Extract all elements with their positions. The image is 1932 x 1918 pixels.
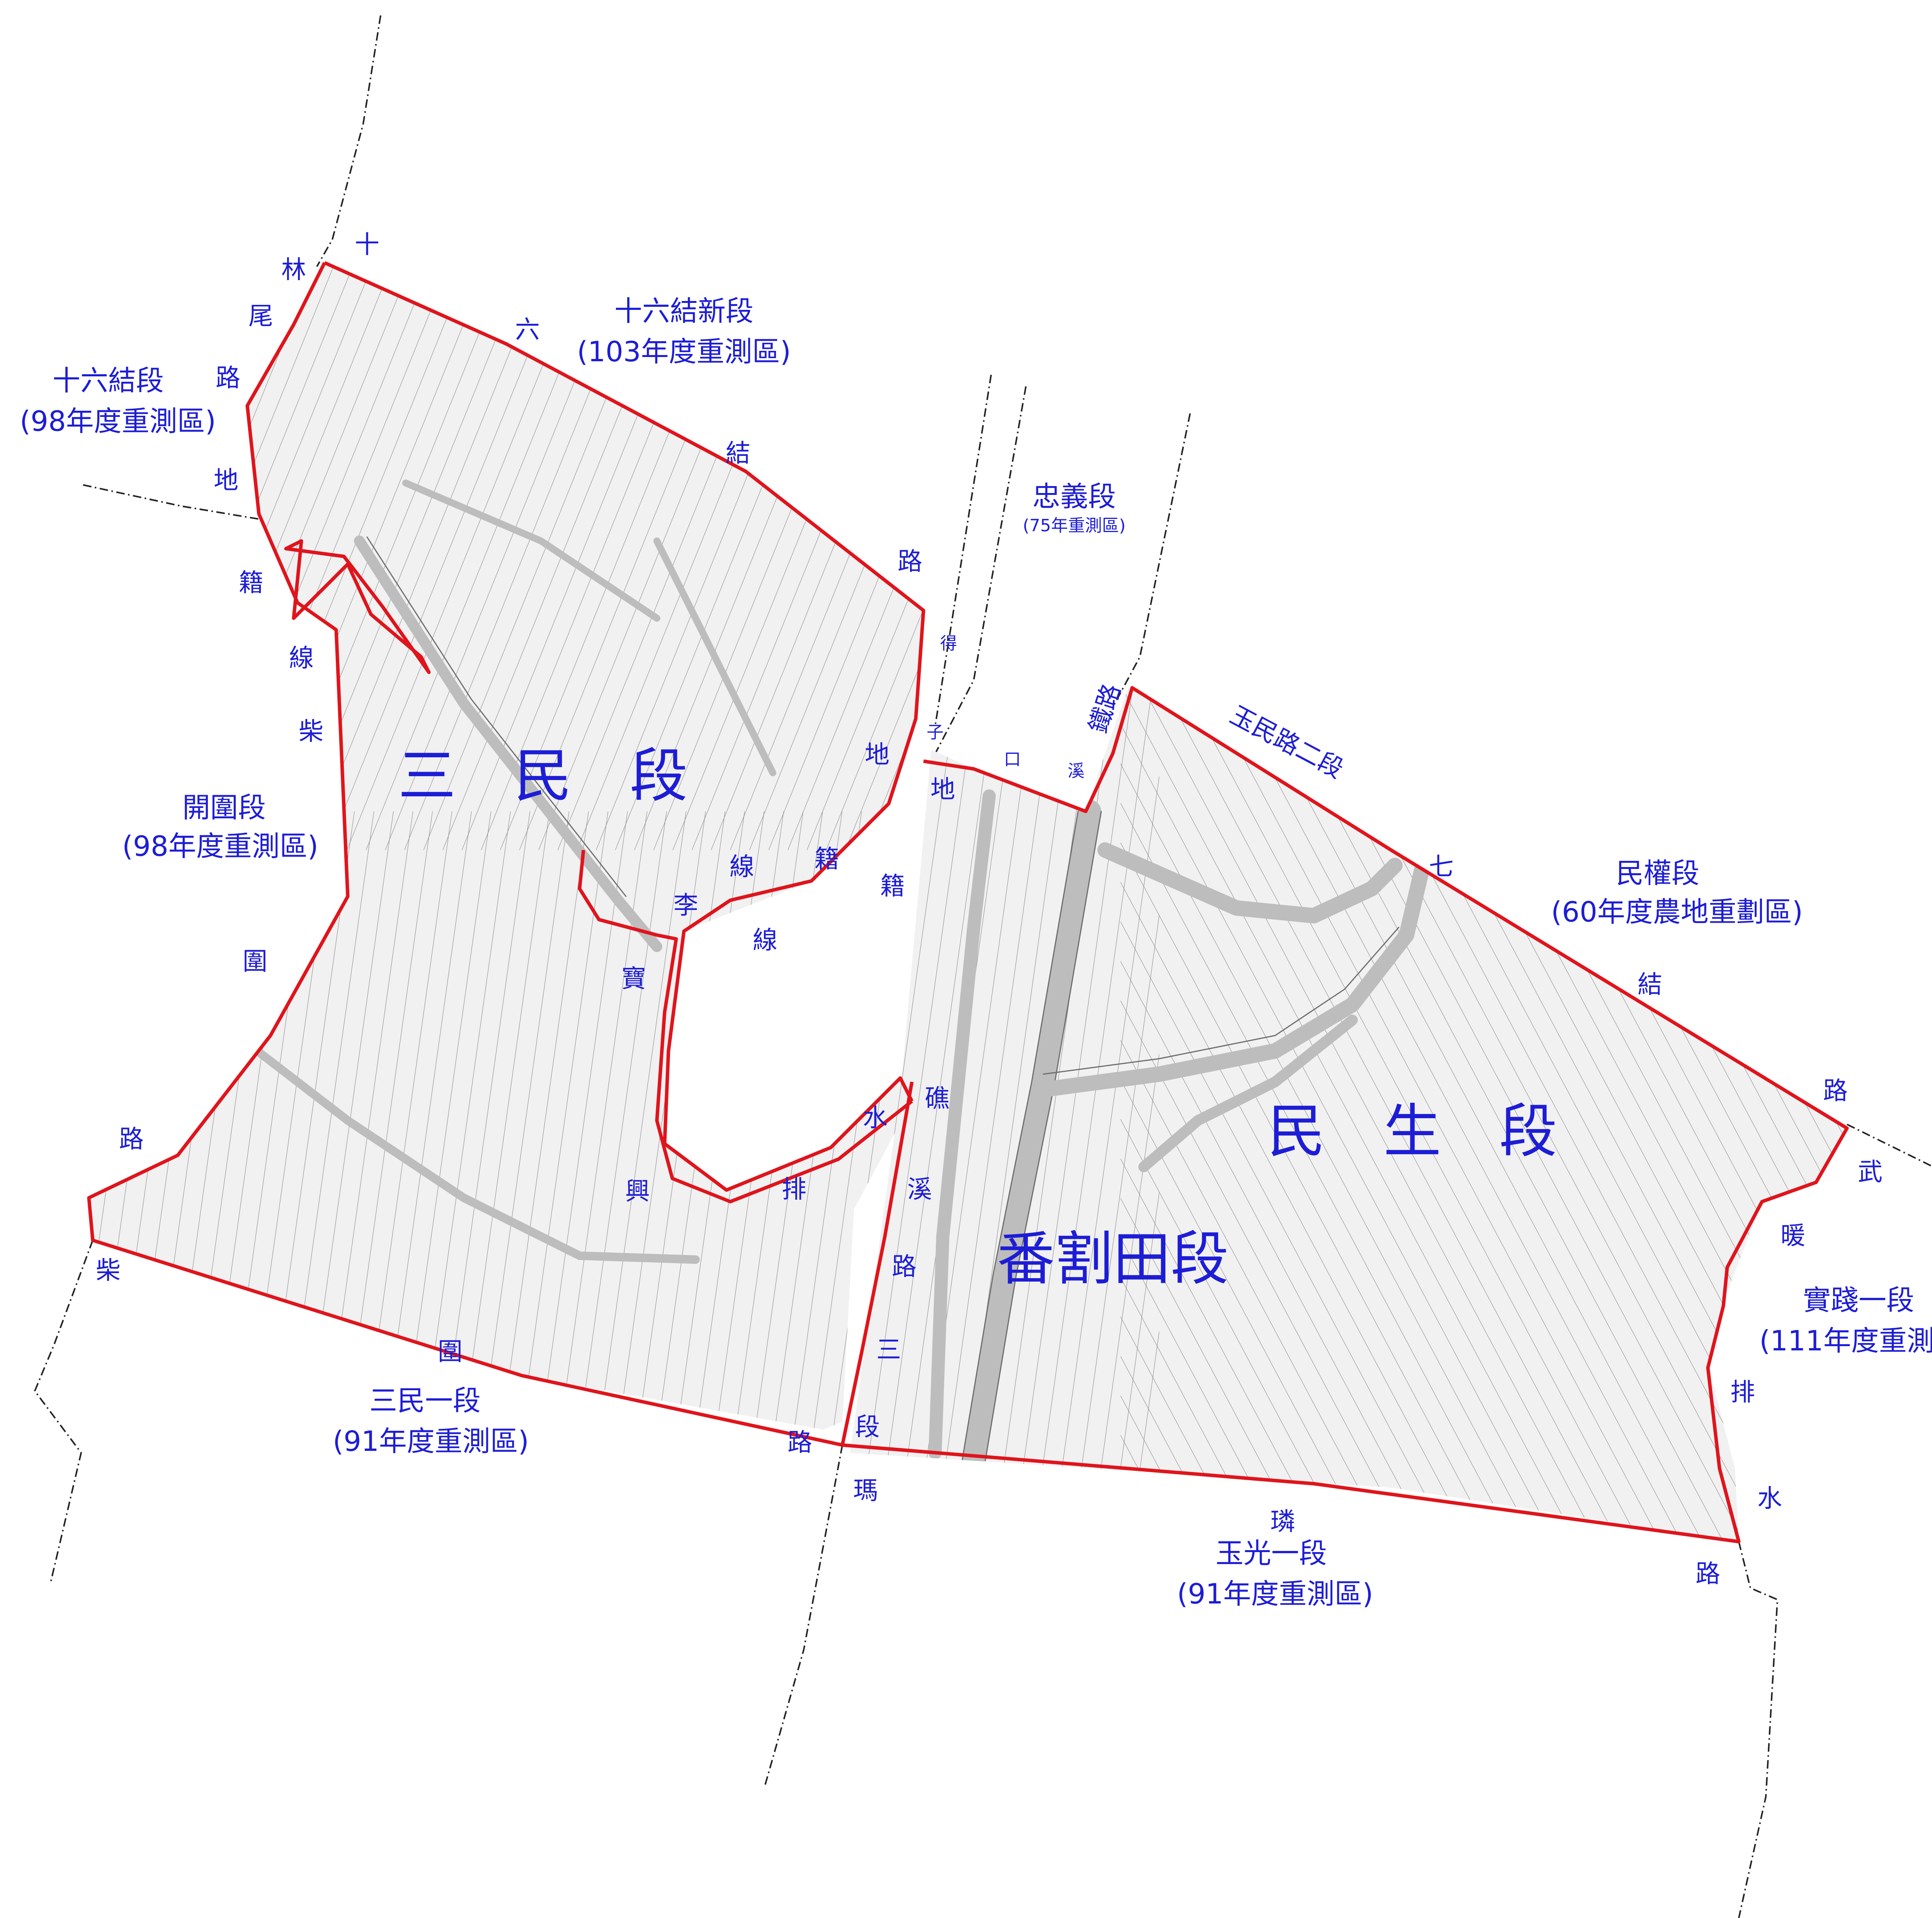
section-minsheng: 民 生 段 [1267, 1098, 1557, 1165]
road-char: 溪 [907, 1175, 932, 1204]
road-char: 寶 [621, 965, 646, 993]
yuguang1-name: 玉光一段 [1216, 1537, 1327, 1569]
road-char: 水 [1757, 1484, 1782, 1513]
boundary-jiaoxi [840, 1081, 914, 1445]
road-char: 線 [730, 853, 754, 881]
road-char: 子 [927, 723, 944, 742]
sanmin1-name: 三民一段 [369, 1384, 481, 1417]
road-char: 路 [1696, 1560, 1720, 1588]
section-fangetian: 番割田段 [997, 1226, 1229, 1293]
outer-boundary-lines [34, 15, 1932, 1918]
section-sanmin: 三 民 段 [398, 743, 688, 810]
road-char: 十 [355, 231, 379, 259]
zhongyi-name: 忠義段 [1032, 480, 1116, 513]
road-char: 溪 [1068, 761, 1085, 781]
minquan-note: (60年度農地重劃區) [1551, 896, 1803, 928]
sanmin1-note: (91年度重測區) [333, 1425, 529, 1457]
road-char: 路 [787, 1428, 812, 1457]
boundary-minsheng [842, 686, 1849, 1544]
yuguang1-note: (91年度重測區) [1177, 1578, 1373, 1610]
section-boundaries [87, 261, 1849, 1544]
shiliujie-xin-name: 十六結新段 [614, 295, 753, 327]
road-char: 路 [119, 1125, 144, 1154]
road-char: 六 [515, 316, 540, 344]
road-char: 興 [625, 1177, 650, 1206]
road-char: 路 [898, 548, 922, 576]
kaiwei-note: (98年度重測區) [122, 830, 318, 862]
road-char: 地 [930, 775, 955, 804]
road-char: 段 [855, 1413, 880, 1442]
shiliujie-note: (98年度重測區) [20, 405, 216, 437]
boundary-sanmin [324, 261, 925, 1192]
road-char: 排 [1730, 1378, 1755, 1407]
road-char: 尾 [248, 302, 273, 331]
road-char: 路 [216, 364, 240, 393]
major-section-labels: 三 民 段 民 生 段 番割田段 [398, 743, 1557, 1293]
road-char: 林 [281, 256, 306, 284]
road-char: 武 [1858, 1158, 1883, 1187]
boundary-inner-loop [284, 539, 431, 674]
kaiwei-name: 開圍段 [182, 791, 266, 824]
road-char: 得 [940, 634, 957, 653]
road-char: 籍 [815, 845, 839, 874]
road-char: 柴 [299, 718, 323, 746]
road-char: 柴 [96, 1257, 121, 1285]
road-char: 七 [1429, 853, 1454, 881]
road-char: 圍 [243, 947, 267, 976]
neighbor-section-labels: 十六結新段 (103年度重測區) 十六結段 (98年度重測區) 開圍段 (98年… [20, 295, 1932, 1610]
road-char: 三 [876, 1336, 901, 1364]
road-char: 結 [726, 439, 750, 468]
boundary-libao [578, 850, 913, 1204]
road-char: 線 [289, 644, 314, 673]
road-char: 地 [214, 466, 238, 495]
road-char: 口 [1004, 750, 1021, 769]
shiliujie-xin-note: (103年度重測區) [577, 335, 791, 368]
road-char: 排 [782, 1175, 806, 1204]
road-char: 地 [865, 741, 889, 769]
road-labels: 林 尾 路 地 籍 線 柴 圍 路 柴 圍 路 十 六 結 路 地 籍 線 得 … [96, 231, 1883, 1588]
road-char: 璘 [1270, 1508, 1295, 1536]
road-char: 暖 [1781, 1222, 1805, 1250]
shijian-name: 實踐一段 [1803, 1284, 1914, 1316]
road-char: 籍 [880, 872, 905, 901]
road-char: 線 [753, 926, 777, 955]
road-char: 水 [863, 1104, 888, 1132]
shiliujie-name: 十六結段 [53, 364, 164, 397]
road-char: 路 [1823, 1077, 1848, 1105]
boundary-sanmin-west [87, 262, 843, 1447]
road-char: 籍 [239, 569, 264, 597]
road-char: 瑪 [853, 1477, 878, 1505]
road-char: 李 [673, 891, 698, 920]
minquan-name: 民權段 [1616, 857, 1699, 889]
shijian-note: (111年度重測區) [1759, 1325, 1932, 1357]
zhongyi-note: (75年重測區) [1023, 516, 1126, 536]
road-char: 圍 [438, 1338, 463, 1366]
road-char: 路 [892, 1253, 917, 1281]
road-char: 結 [1638, 971, 1662, 999]
road-char: 礁 [925, 1085, 949, 1113]
